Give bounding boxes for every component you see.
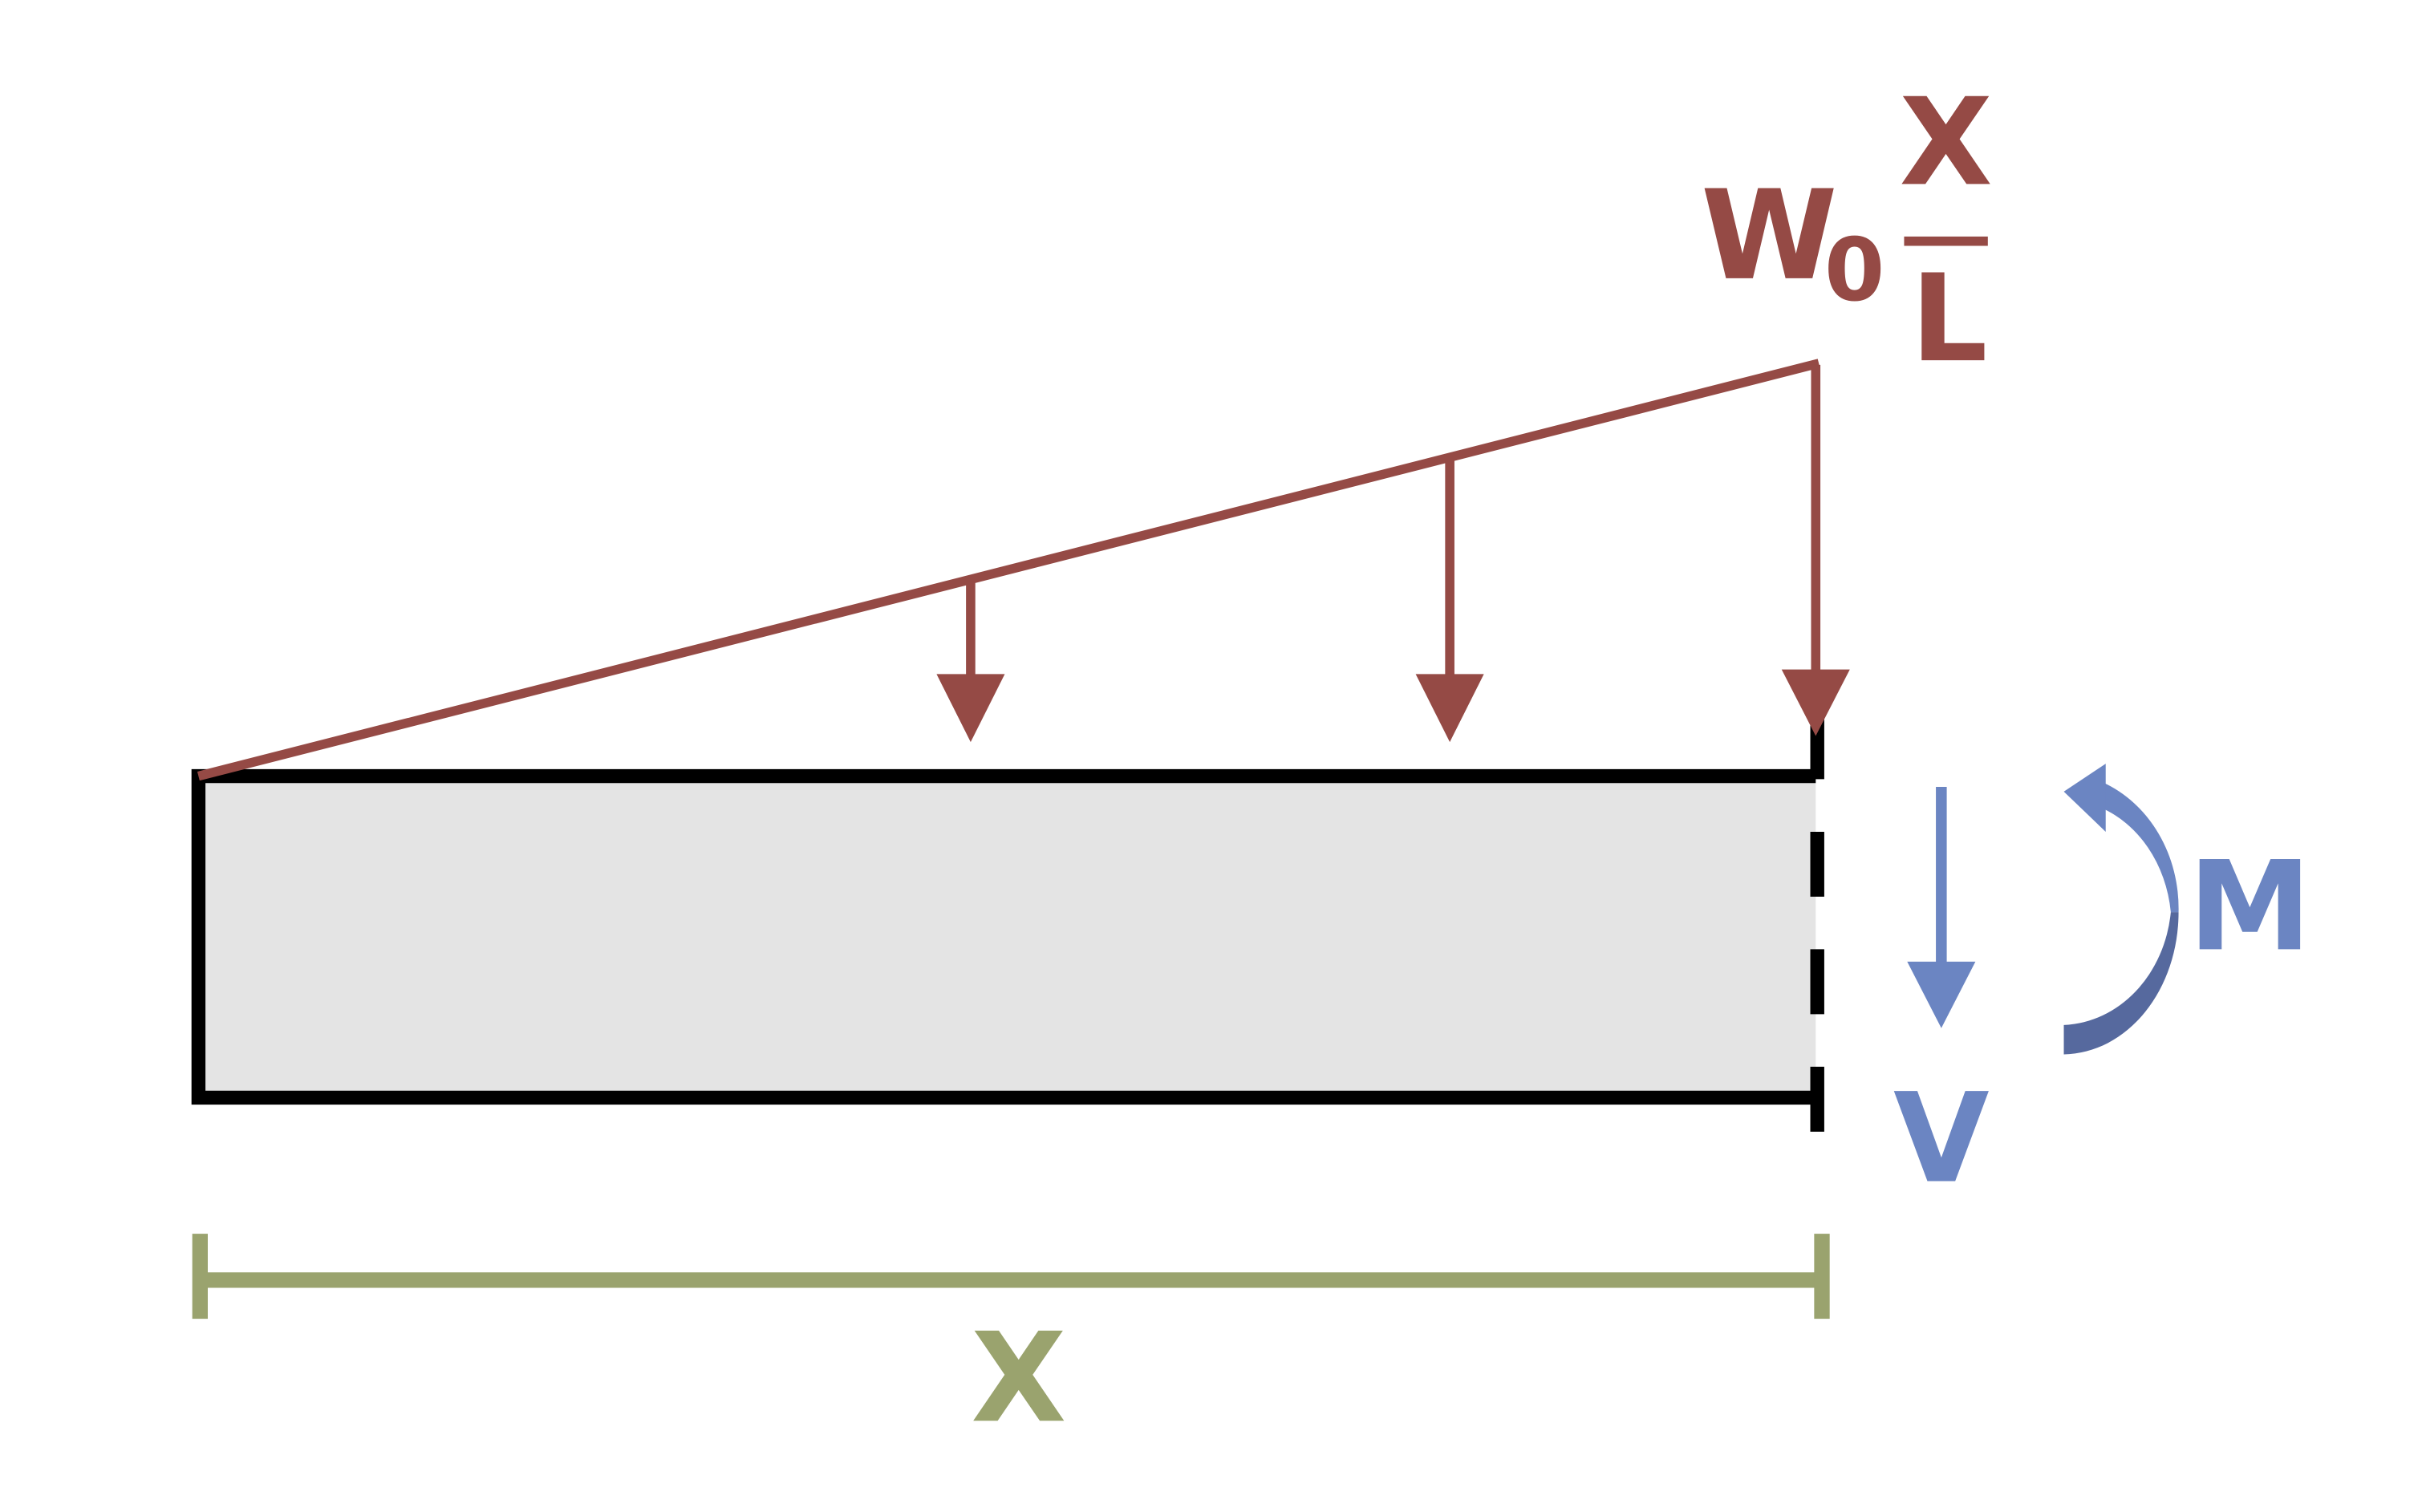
load-label-subscript: 0: [1824, 221, 1884, 321]
beam-outline: [191, 768, 1816, 1105]
load-arrow: [936, 581, 1005, 743]
load-fraction-denominator: L: [1910, 248, 1987, 389]
load-arrow: [1781, 364, 1850, 736]
dimension-label: X: [971, 1307, 1066, 1450]
bending-moment-label: M: [2189, 836, 2312, 979]
bending-moment-arrow: [2063, 764, 2179, 1055]
load-fraction-numerator: X: [1900, 72, 1993, 213]
beam-body: [198, 776, 1816, 1098]
dimension-line: [192, 1234, 1830, 1319]
shear-force-arrow: [1907, 787, 1976, 1028]
load-magnitude-label: W 0 X L: [1701, 72, 1993, 389]
distributed-load-line: [197, 359, 1820, 781]
load-arrow: [1415, 459, 1484, 743]
load-label-w: W: [1701, 164, 1838, 308]
shear-force-label: V: [1893, 1068, 1990, 1211]
